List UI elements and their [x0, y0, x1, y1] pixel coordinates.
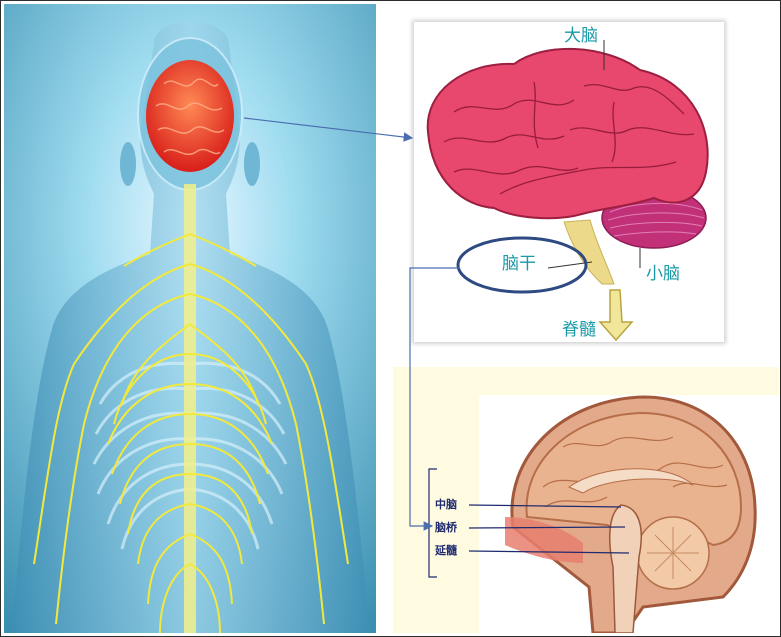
arrow-brainstem-to-section	[410, 268, 460, 526]
arrow-head-to-brain	[244, 118, 412, 138]
